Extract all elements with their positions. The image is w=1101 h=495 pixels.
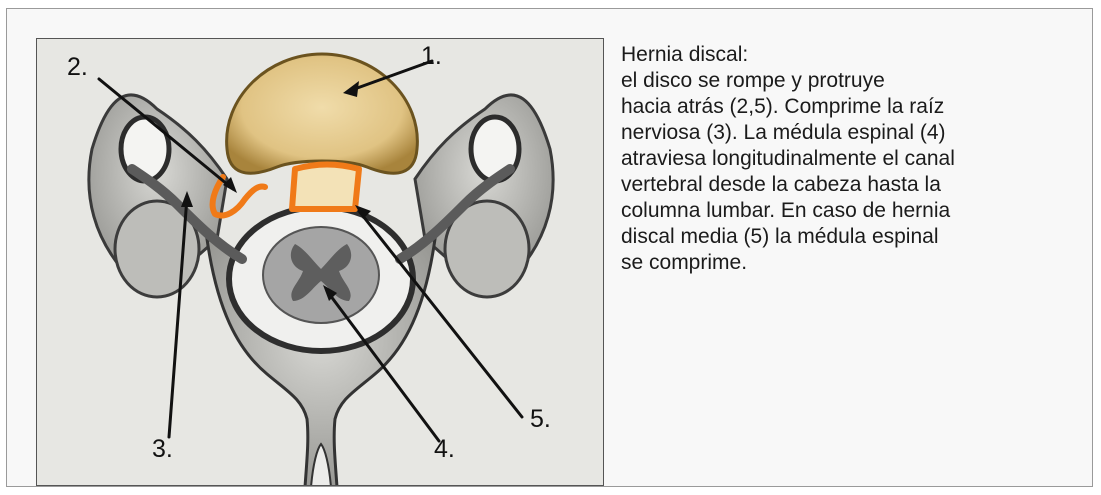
description-text: Hernia discal: el disco se rompe y protr…: [621, 42, 1061, 276]
callout-label-5: 5.: [530, 405, 551, 434]
description-title: Hernia discal:: [621, 42, 1061, 68]
content-frame: 1. 2. 3. 4. 5. Hernia discal: el disco s…: [6, 8, 1093, 487]
spine-cross-section-figure: 1. 2. 3. 4. 5.: [36, 38, 604, 486]
description-line: vertebral desde la cabeza hasta la: [621, 172, 1061, 198]
callout-label-3: 3.: [152, 435, 173, 464]
description-line: nerviosa (3). La médula espinal (4): [621, 120, 1061, 146]
intervertebral-disc: [227, 54, 418, 173]
description-line: columna lumbar. En caso de hernia: [621, 198, 1061, 224]
callout-label-2: 2.: [67, 53, 88, 82]
description-line: discal media (5) la médula espinal: [621, 224, 1061, 250]
description-line: se comprime.: [621, 250, 1061, 276]
vertebra-illustration: [37, 39, 604, 486]
median-herniation-outline: [292, 165, 359, 210]
description-line: hacia atrás (2,5). Comprime la raíz: [621, 94, 1061, 120]
callout-label-1: 1.: [421, 42, 442, 71]
description-line: atraviesa longitudinalmente el canal: [621, 146, 1061, 172]
callout-label-4: 4.: [434, 435, 455, 464]
description-line: el disco se rompe y protruye: [621, 68, 1061, 94]
